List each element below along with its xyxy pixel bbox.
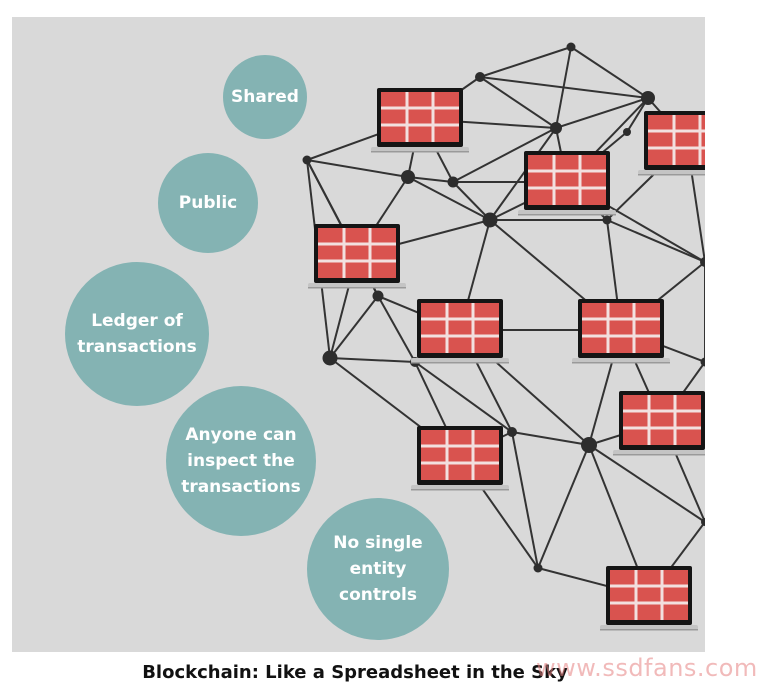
- network-link: [511, 431, 539, 569]
- network-link: [479, 46, 572, 78]
- laptop-spreadsheet-icon: [613, 391, 705, 456]
- network-node-icon: [302, 155, 312, 165]
- network-node-icon: [507, 427, 517, 437]
- laptop-spreadsheet-icon: [572, 299, 670, 364]
- laptop-spreadsheet-icon: [638, 111, 705, 176]
- network-link: [329, 357, 416, 363]
- network-node-icon: [322, 350, 338, 366]
- laptop-spreadsheet-icon: [308, 224, 406, 289]
- network-link: [414, 361, 513, 433]
- network-link: [555, 46, 572, 129]
- network-link: [479, 76, 557, 129]
- network-nodes: [302, 42, 705, 573]
- network-link: [489, 127, 557, 221]
- network-node-icon: [566, 42, 576, 52]
- label-shared: Shared: [223, 55, 307, 139]
- network-link: [452, 127, 557, 183]
- network-node-icon: [372, 290, 384, 302]
- laptop-spreadsheet-icon: [600, 566, 698, 631]
- network-link: [407, 176, 454, 183]
- laptop-spreadsheet-icon: [411, 426, 509, 491]
- network-node-icon: [550, 122, 562, 134]
- network-link: [452, 181, 491, 221]
- laptop-spreadsheet-icon: [518, 151, 616, 216]
- network-node-icon: [700, 257, 705, 267]
- network-node-icon: [602, 215, 612, 225]
- network-node-icon: [700, 357, 705, 367]
- network-link: [555, 97, 649, 129]
- network-link: [570, 46, 649, 99]
- network-laptops: [308, 88, 705, 631]
- network-link: [377, 295, 416, 363]
- watermark: www.ssdfans.com: [536, 654, 758, 682]
- network-link: [537, 444, 590, 569]
- network-node-icon: [482, 212, 498, 228]
- network-node-icon: [623, 128, 631, 136]
- laptop-spreadsheet-icon: [371, 88, 469, 153]
- network-node-icon: [581, 437, 597, 453]
- blockchain-network: [302, 42, 705, 631]
- network-node-icon: [475, 72, 485, 82]
- network-link: [407, 176, 491, 221]
- network-link: [588, 444, 705, 523]
- diagram-caption: Blockchain: Like a Spreadsheet in the Sk…: [142, 662, 568, 683]
- network-node-icon: [401, 170, 415, 184]
- network-node-icon: [641, 91, 655, 105]
- network-node-icon: [701, 518, 705, 526]
- network-node-icon: [533, 563, 543, 573]
- network-link: [606, 219, 705, 263]
- network-link: [329, 295, 379, 359]
- label-public: Public: [158, 153, 258, 253]
- laptop-spreadsheet-icon: [411, 299, 509, 364]
- network-node-icon: [447, 176, 459, 188]
- network-link: [511, 431, 590, 446]
- network-link: [306, 159, 409, 178]
